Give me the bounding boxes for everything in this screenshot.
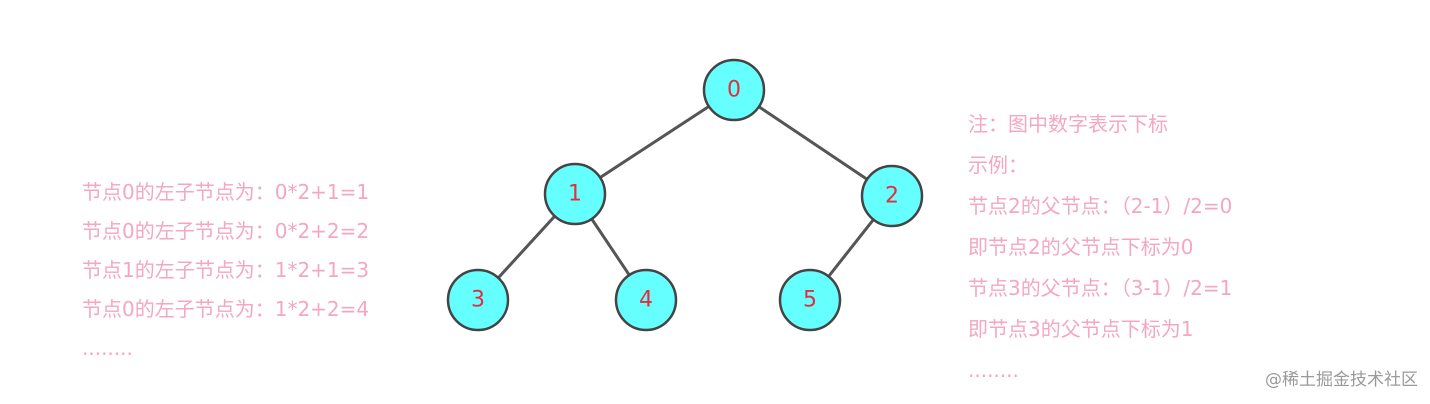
node-circle-3 bbox=[446, 268, 510, 332]
tree-node-5: 5 bbox=[778, 268, 842, 332]
tree-edges bbox=[476, 88, 894, 302]
node-label-1: 1 bbox=[568, 182, 582, 207]
node-label-2: 2 bbox=[885, 184, 899, 209]
node-label-0: 0 bbox=[727, 78, 741, 103]
tree-node-2: 2 bbox=[860, 164, 924, 228]
edge-0-2 bbox=[732, 88, 894, 198]
right-note: 即节点2的父节点下标为0 bbox=[968, 235, 1194, 259]
node-label-5: 5 bbox=[803, 288, 817, 313]
left-note: 节点0的左子节点为：0*2+1=1 bbox=[82, 180, 370, 204]
watermark: @稀土掘金技术社区 bbox=[1265, 370, 1418, 390]
node-label-3: 3 bbox=[471, 288, 485, 313]
tree-node-0: 0 bbox=[702, 58, 766, 122]
right-note-ellipsis: ........ bbox=[968, 358, 1019, 382]
right-note: 节点2的父节点：（2-1）/2=0 bbox=[968, 194, 1233, 218]
node-circle-4 bbox=[614, 268, 678, 332]
tree-nodes: 0 1 2 3 4 5 bbox=[446, 58, 924, 332]
left-note: 节点1的左子节点为：1*2+1=3 bbox=[82, 258, 370, 282]
node-label-4: 4 bbox=[639, 288, 653, 313]
left-notes-list: 节点0的左子节点为：0*2+1=1 节点0的左子节点为：0*2+2=2 节点1的… bbox=[82, 173, 369, 368]
node-circle-0 bbox=[702, 58, 766, 122]
right-note-heading: 注：图中数字表示下标 bbox=[968, 112, 1168, 136]
tree-node-1: 1 bbox=[543, 162, 607, 226]
left-note: 节点0的左子节点为：0*2+2=2 bbox=[82, 219, 370, 243]
node-circle-5 bbox=[778, 268, 842, 332]
right-note: 即节点3的父节点下标为1 bbox=[968, 317, 1194, 341]
right-notes-list: 注：图中数字表示下标 示例： 节点2的父节点：（2-1）/2=0 即节点2的父节… bbox=[968, 104, 1232, 391]
right-note: 示例： bbox=[968, 153, 1028, 177]
tree-node-4: 4 bbox=[614, 268, 678, 332]
tree-node-3: 3 bbox=[446, 268, 510, 332]
node-circle-1 bbox=[543, 162, 607, 226]
left-note-ellipsis: ........ bbox=[82, 336, 133, 360]
edge-0-1 bbox=[573, 88, 736, 196]
node-circle-2 bbox=[860, 164, 924, 228]
left-note: 节点0的左子节点为：1*2+2=4 bbox=[82, 297, 370, 321]
right-note: 节点3的父节点：（3-1）/2=1 bbox=[968, 276, 1233, 300]
